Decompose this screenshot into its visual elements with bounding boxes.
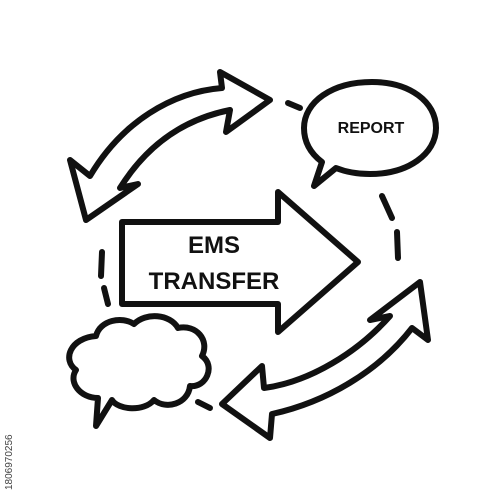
center-label-line1: EMS xyxy=(188,232,240,259)
cloud-thought-bubble xyxy=(66,313,212,429)
dashed-connector xyxy=(98,249,105,279)
center-label-line2: TRANSFER xyxy=(149,268,280,295)
top-left-curved-arrow xyxy=(67,69,273,223)
bottom-right-curved-arrow xyxy=(219,279,431,441)
dashed-connector xyxy=(379,193,395,221)
dashed-connector xyxy=(285,100,303,111)
report-speech-bubble xyxy=(301,79,439,189)
dashed-connector xyxy=(195,399,213,411)
dashed-connector xyxy=(101,285,111,307)
center-transfer-arrow xyxy=(119,189,361,335)
dashed-connector xyxy=(394,229,401,261)
report-label: REPORT xyxy=(338,120,405,137)
stock-id-text: 1806970256 xyxy=(4,434,15,490)
